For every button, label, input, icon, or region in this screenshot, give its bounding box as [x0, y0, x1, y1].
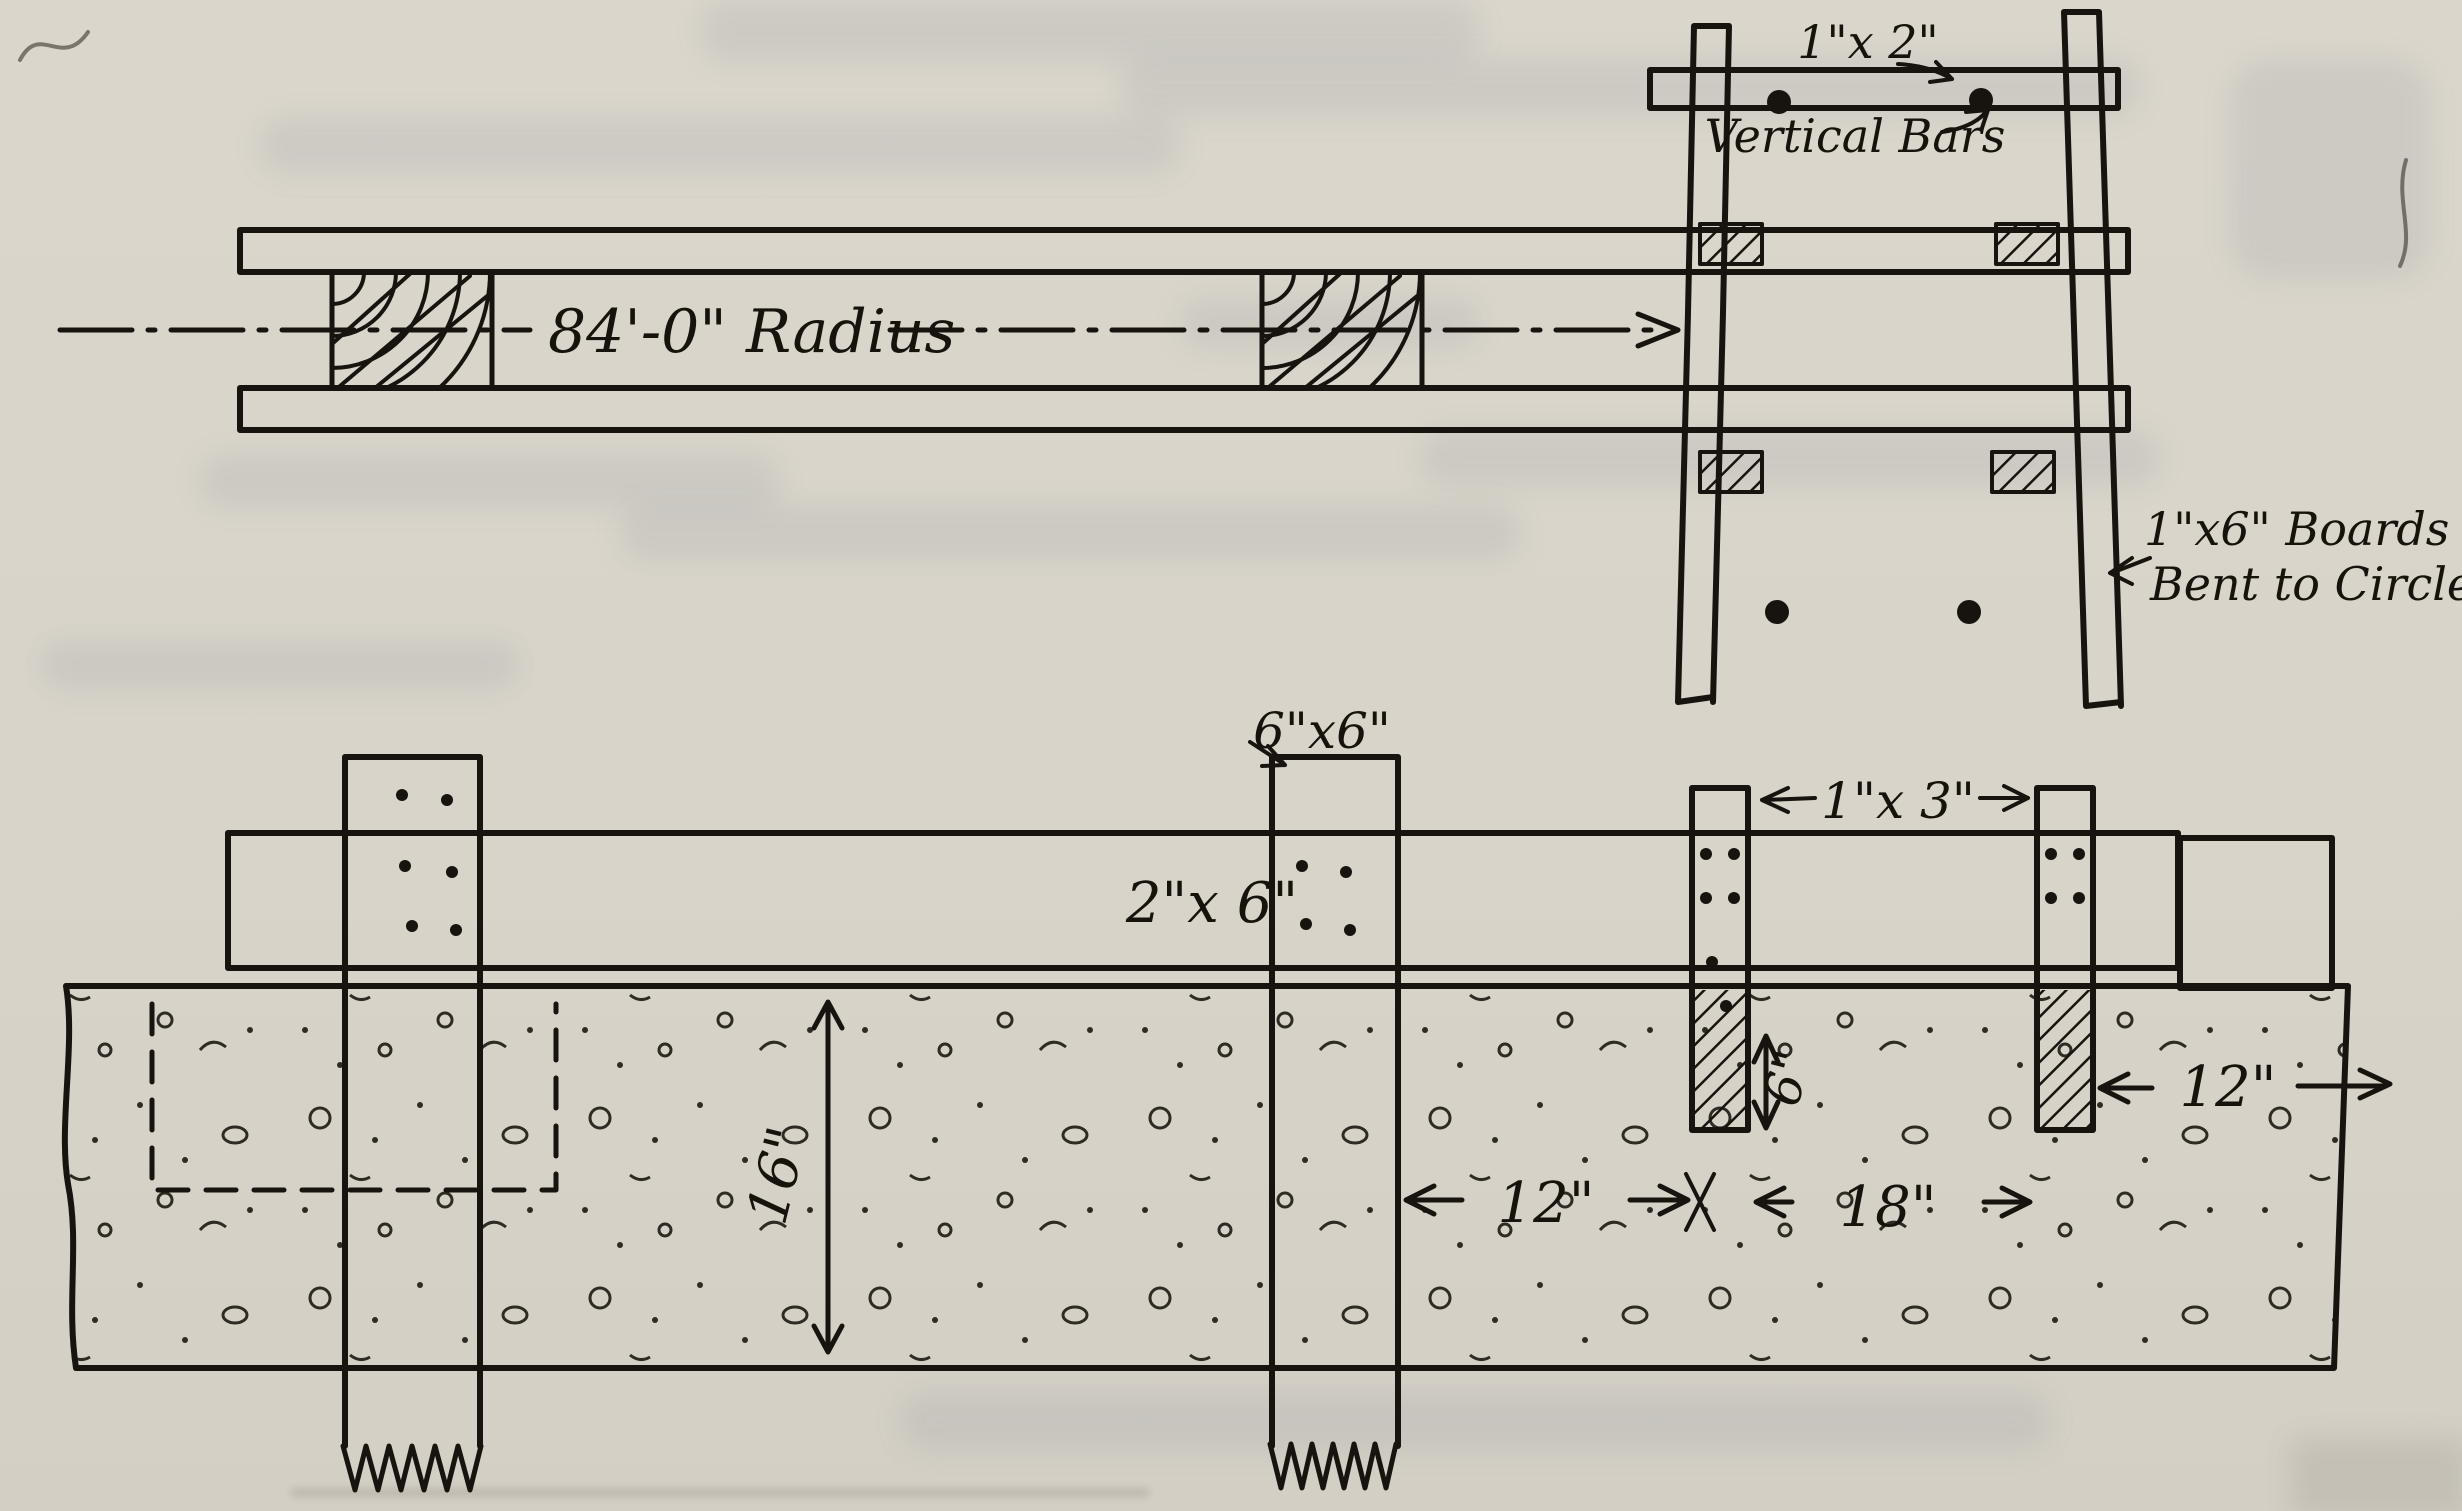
vertical-bars-label: Vertical Bars [1705, 109, 2006, 163]
ghost-smudge [700, 0, 1480, 62]
bent-boards-label-line1: 1"x6" Boards [2144, 502, 2449, 556]
rebar-dot [1767, 90, 1791, 114]
plan-rail-bottom [237, 385, 2131, 433]
spacer-block [1994, 222, 2060, 266]
post-label-leader-arrow [1248, 740, 1287, 768]
vertical-bars-leader-arrow [1940, 108, 1990, 134]
ghost-smudge [2230, 60, 2430, 280]
rebar-dot [1765, 600, 1789, 624]
ghost-smudge [40, 640, 520, 690]
plan-post-section [1259, 269, 1425, 391]
ghost-smudge [200, 455, 780, 507]
strip-label-arrows [1760, 784, 2030, 814]
ghost-smudge [900, 1392, 2050, 1450]
bent-board-right [2061, 9, 2124, 709]
bent-boards-leader-arrow [2108, 556, 2152, 586]
spacer-block [1698, 450, 1764, 494]
dim-12-left-label: 12" [1497, 1171, 1594, 1236]
radius-centerline [57, 311, 1681, 349]
stray-mark [2398, 158, 2409, 268]
hidden-footing-outline [149, 1001, 559, 1193]
rebar-dot [1957, 600, 1981, 624]
bar-size-leader-arrow [1896, 60, 1954, 84]
arrowhead-right [1635, 311, 1681, 349]
dim-embed-depth: 6" [1751, 1033, 1823, 1131]
bar-size-label: 1"x 2" [1797, 15, 1938, 69]
strip-size-label: 1"x 3" [1821, 772, 1975, 830]
bent-boards-label-line2: Bent to Circle [2149, 557, 2462, 611]
end-block [2177, 835, 2335, 991]
break-line [340, 1443, 484, 1493]
scan-edge-mark [290, 1488, 1150, 1497]
nail-dots [396, 789, 2085, 1012]
scan-corner-shadow [2290, 1438, 2462, 1511]
ghost-smudge [260, 118, 1180, 173]
break-line [1267, 1441, 1399, 1491]
dim-12-right-label: 12" [2179, 1055, 2276, 1120]
dim-18-label: 18" [1839, 1175, 1936, 1240]
section-view: 6"x6" 2"x 6" 1"x 3" 16" 12" [61, 702, 2393, 1493]
dim-edge-offset: 12" [2097, 1055, 2393, 1120]
top-bar-1x2 [1647, 67, 2121, 111]
strip-1x3-right [2034, 785, 2096, 1133]
post-6x6-left [340, 754, 484, 1493]
plan-rail-top [237, 227, 2131, 275]
concrete-slab [61, 983, 2351, 1371]
plan-post-section [329, 269, 495, 391]
post-6x6-right [1267, 754, 1401, 1491]
dim-tick [1684, 1172, 1716, 1232]
spacer-block [1990, 450, 2056, 494]
rebar-dot [1969, 88, 1993, 112]
dim-post-to-strip: 12" [1403, 1171, 1716, 1236]
plan-view: 84'-0" Radius [57, 9, 2462, 709]
post-size-label: 6"x6" [1253, 702, 1391, 760]
ghost-smudge [620, 505, 1520, 560]
strip-1x3-left [1689, 785, 1751, 1133]
radius-label: 84'-0" Radius [548, 297, 955, 367]
bent-board-left [1675, 23, 1732, 705]
stray-mark [18, 30, 90, 62]
spacer-block [1698, 222, 1764, 266]
plank-size-label: 2"x 6" [1125, 871, 1298, 936]
dim-6-label: 6" [1753, 1044, 1823, 1111]
dim-strip-spacing: 18" [1753, 1175, 2033, 1240]
